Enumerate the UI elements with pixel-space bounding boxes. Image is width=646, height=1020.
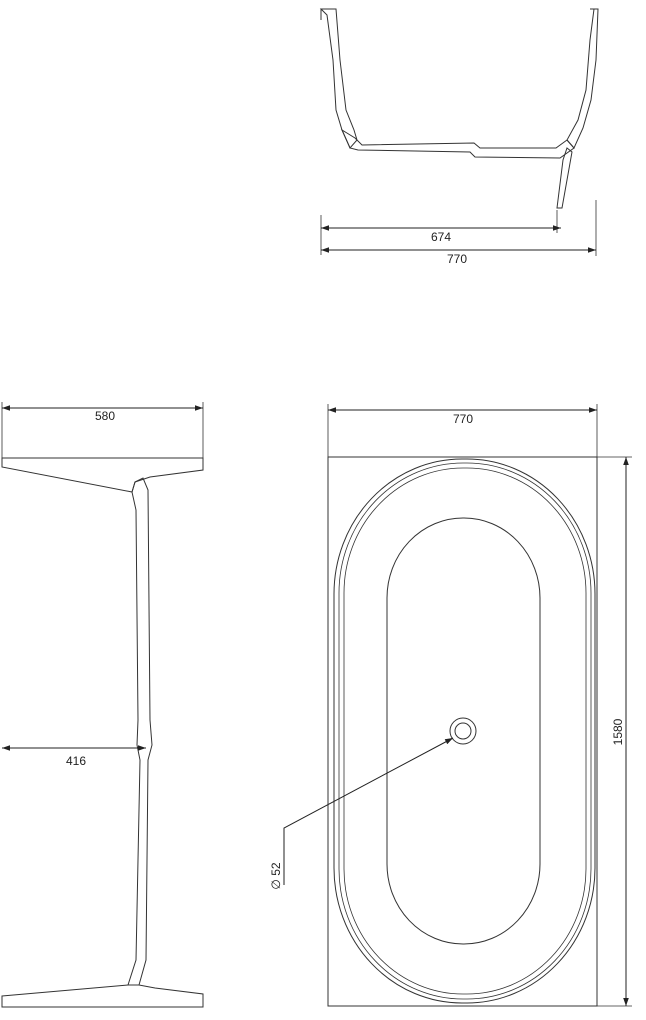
- plan-outline: [327, 456, 598, 1007]
- drain-leader: [283, 737, 454, 885]
- dim-label-770-plan: 770: [453, 412, 473, 426]
- dim-label-1580: 1580: [611, 718, 625, 745]
- drain-inner: [454, 722, 472, 740]
- wall-section: [127, 477, 153, 986]
- dim-label-416: 416: [66, 754, 86, 768]
- right-wall-section: [566, 8, 599, 149]
- left-wall-section: [319, 8, 358, 149]
- top-flange-section: [1, 457, 204, 493]
- foot-outline: [556, 147, 573, 209]
- rim-inner-edge-1: [338, 462, 592, 1000]
- dim-label-674: 674: [431, 230, 451, 244]
- dim-label-770-top: 770: [447, 252, 467, 266]
- outer-rim: [333, 458, 596, 1004]
- basin-outline: [386, 517, 541, 945]
- bottom-flange-section: [1, 984, 204, 1008]
- bottom-section: [340, 128, 575, 159]
- dim-label-drain: ∅ 52: [269, 862, 283, 889]
- drain-outer: [449, 717, 477, 745]
- plan-view: ∅ 52 770 1580: [269, 404, 632, 1007]
- end-section-view: 674 770: [319, 8, 599, 266]
- side-section-view: 580 416: [1, 402, 204, 1008]
- dim-label-580: 580: [95, 409, 115, 423]
- rim-inner-edge-2: [343, 467, 587, 995]
